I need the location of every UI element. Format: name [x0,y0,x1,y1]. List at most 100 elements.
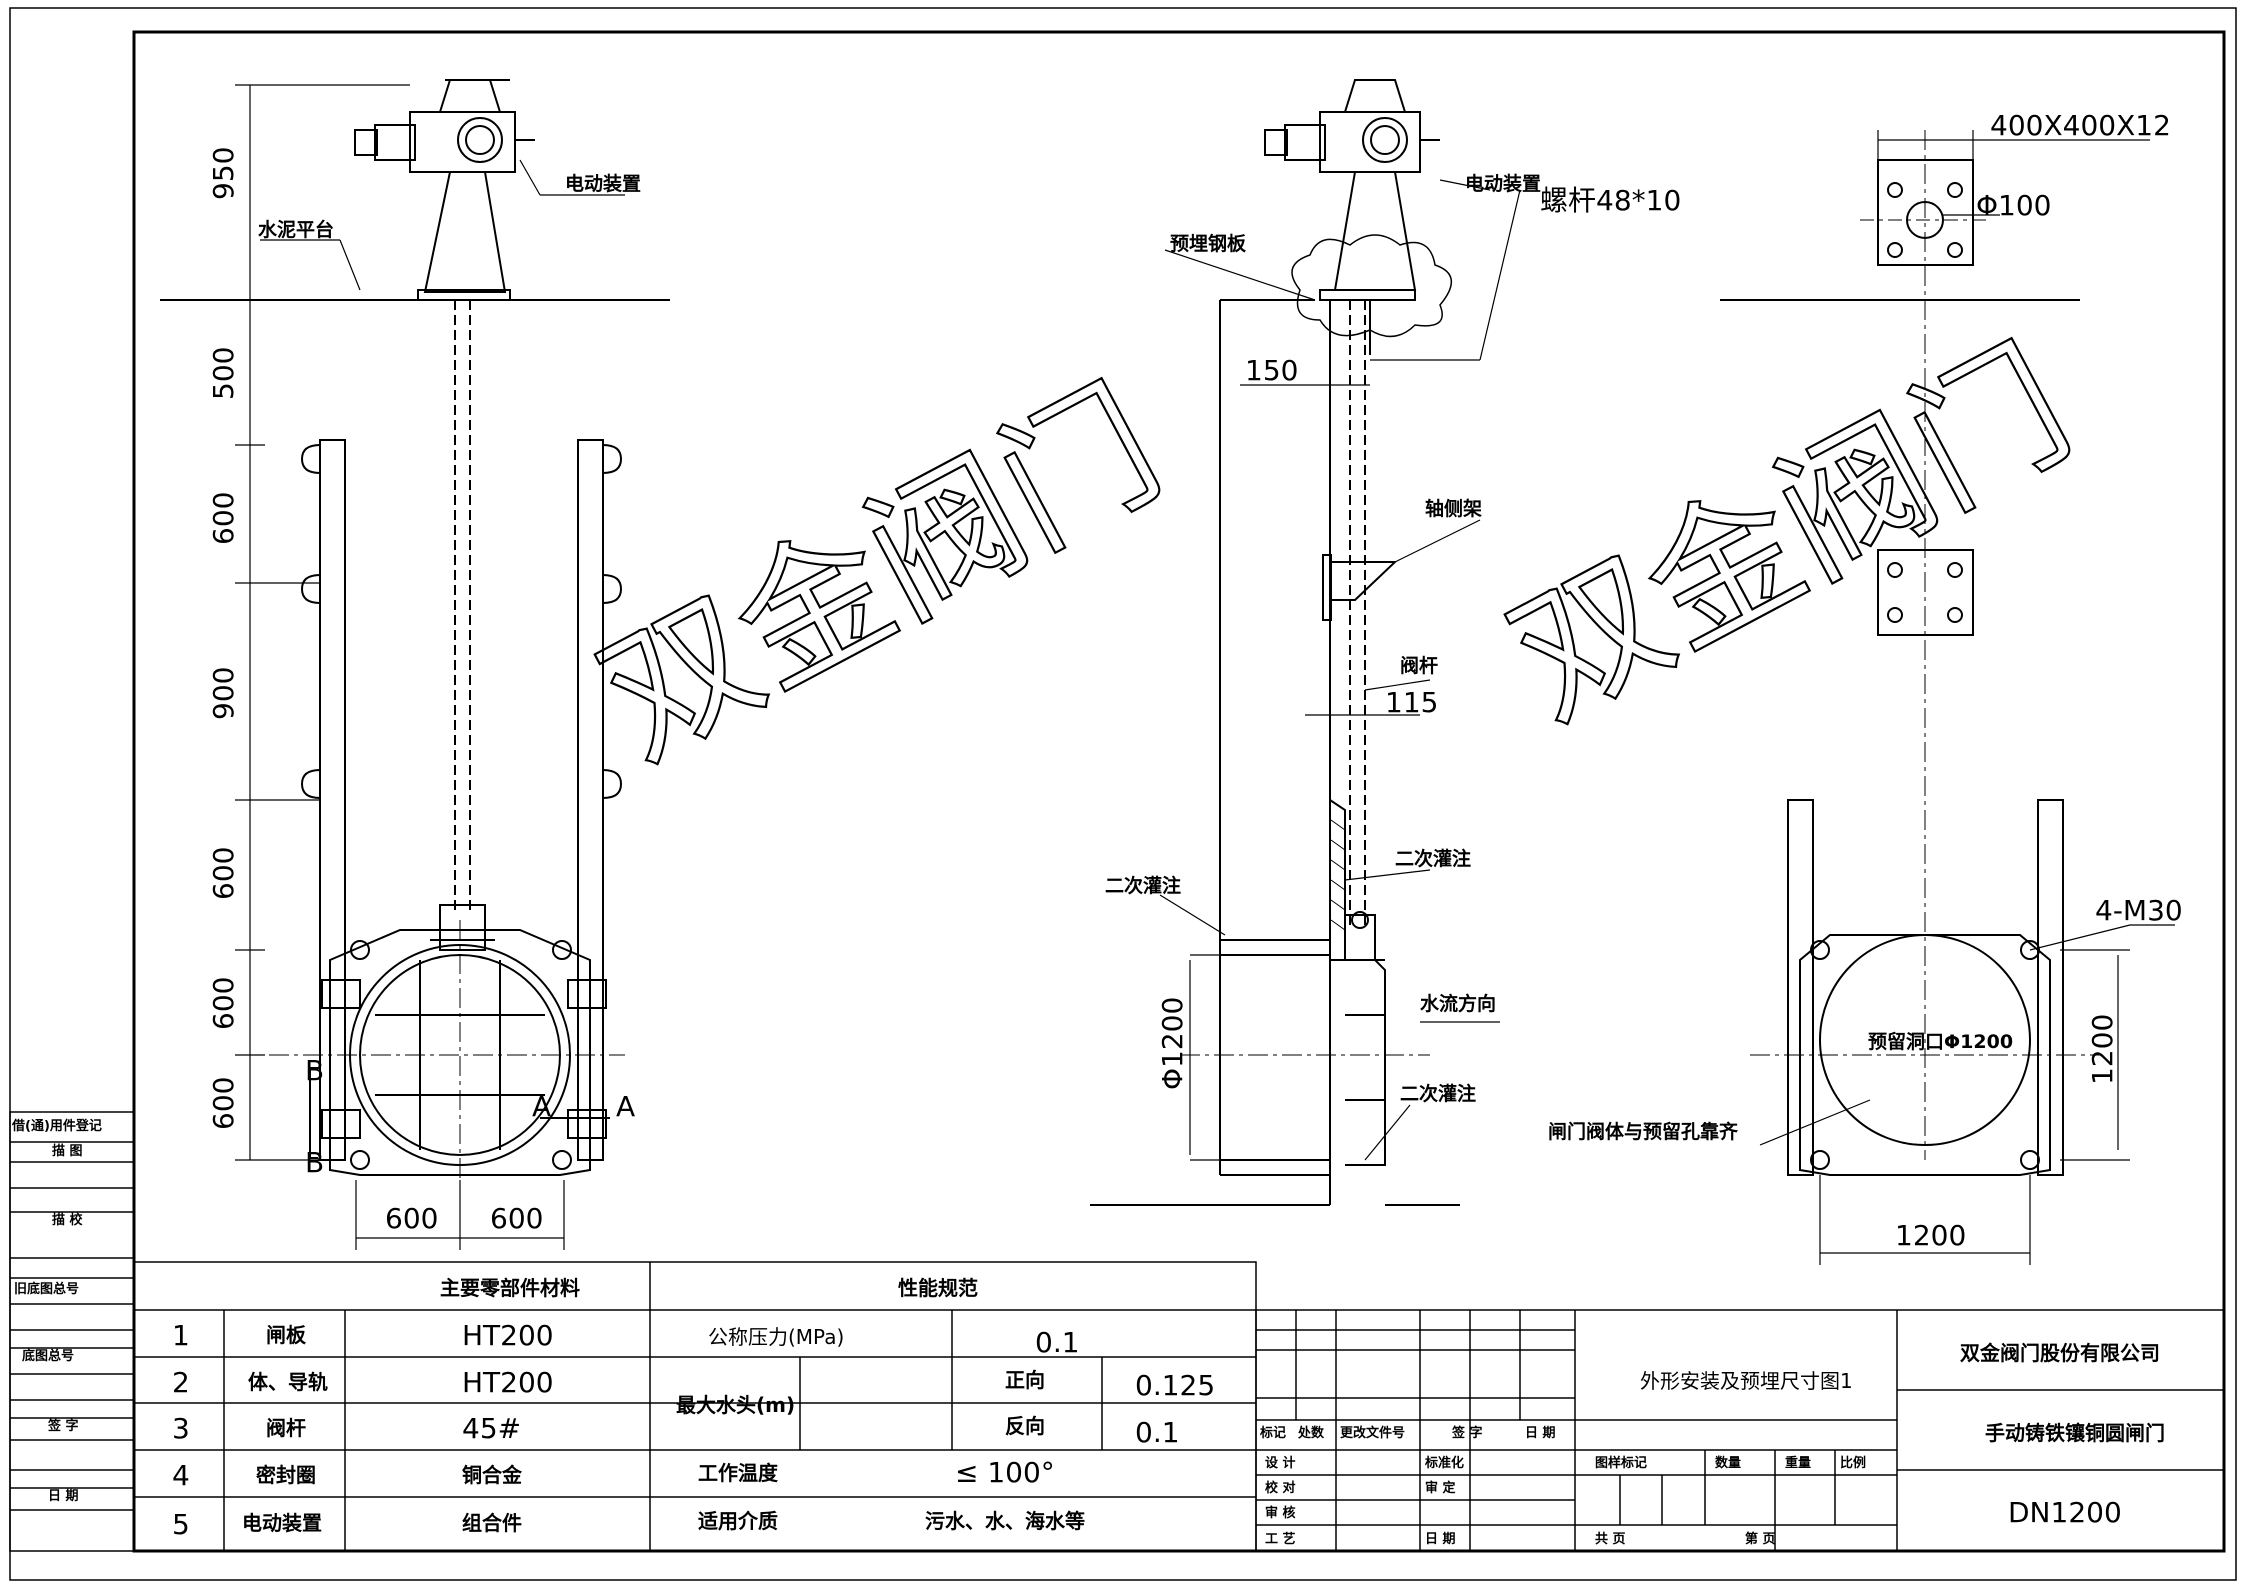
front-view-dimensions [235,84,625,1250]
role-check: 校 对 [1265,1480,1296,1496]
label-flow-direction: 水流方向 [1420,992,1496,1015]
dim-600-upper: 600 [207,847,240,900]
role-design: 设 计 [1265,1455,1296,1471]
side-signature: 签 字 [47,1418,79,1434]
embed-plan-dimensions [1759,130,2175,1265]
side-view-dimensions [1159,179,1521,1161]
mat-row-1-part: 闸板 [266,1323,307,1347]
quantity-header: 数量 [1715,1455,1741,1471]
performance-title: 性能规范 [898,1276,978,1300]
weight-header: 重量 [1785,1455,1811,1471]
label-actuator-side: 电动装置 [1465,172,1541,195]
perf-head-label: 最大水头(m) [676,1393,795,1417]
rev-header-doc: 更改文件号 [1340,1425,1405,1441]
dim-4-m30: 4-M30 [2095,894,2183,927]
product-model: DN1200 [2008,1496,2122,1529]
rev-header-mark: 标记 [1259,1425,1286,1441]
section-mark-a-right: A [616,1090,635,1123]
mat-row-1-material: HT200 [462,1319,554,1352]
dim-hole-phi100: Φ100 [1976,189,2051,222]
perf-forward-label: 正向 [1005,1368,1045,1392]
product-name: 手动铸铁镶铜圆闸门 [1985,1421,2165,1445]
label-valve-stem: 阀杆 [1400,654,1438,677]
watermark-right: 双金阀门 [1485,316,2096,751]
drawing-title: 外形安装及预埋尺寸图1 [1640,1369,1853,1393]
dim-1200-horizontal: 1200 [1895,1219,1966,1252]
mat-row-3-part: 阀杆 [266,1416,306,1440]
scale-header: 比例 [1840,1455,1866,1471]
materials-title: 主要零部件材料 [440,1276,580,1300]
spec-table-grid [133,1261,1257,1552]
dim-115: 115 [1385,686,1438,719]
side-view [1090,79,1460,1206]
label-shaft-bracket: 轴侧架 [1425,497,1482,520]
role-approve: 审 定 [1425,1480,1456,1496]
sheet-number: 第 页 [1745,1531,1776,1547]
label-actuator-front: 电动装置 [565,172,641,195]
perf-pressure-label: 公称压力(MPa) [708,1325,844,1349]
section-mark-b-bottom: B [305,1146,324,1179]
side-trace-check: 描 校 [52,1212,84,1228]
perf-medium-label: 适用介质 [698,1509,778,1533]
watermark-left: 双金阀门 [575,356,1186,791]
section-mark-a-left: A [532,1090,551,1123]
role-review: 审 核 [1265,1505,1296,1521]
perf-medium-value: 污水、水、海水等 [925,1509,1085,1533]
dim-phi1200: Φ1200 [1156,997,1189,1090]
rev-header-signature: 签 字 [1451,1425,1483,1441]
role-standard: 标准化 [1424,1455,1464,1471]
role-date: 日 期 [1425,1532,1456,1547]
role-process: 工 艺 [1265,1531,1296,1547]
embed-plan-view [1720,130,2100,1176]
mat-row-4-part: 密封圈 [256,1463,316,1487]
mat-row-1-no: 1 [172,1319,190,1352]
perf-pressure-value: 0.1 [1035,1326,1080,1359]
dim-950: 950 [207,147,240,200]
dim-600-width-right: 600 [490,1202,543,1235]
perf-forward-value: 0.125 [1135,1369,1215,1402]
rev-header-count: 处数 [1297,1425,1325,1441]
side-register-title: 借(通)用件登记 [11,1118,102,1134]
section-mark-b-top: B [305,1054,324,1087]
rev-header-date: 日 期 [1525,1426,1556,1441]
label-grout-upper: 二次灌注 [1395,847,1471,870]
perf-temp-label: 工作温度 [698,1461,779,1485]
company-name: 双金阀门股份有限公司 [1960,1341,2160,1365]
mat-row-4-no: 4 [172,1459,190,1492]
mat-row-4-material: 铜合金 [462,1463,523,1487]
mat-row-5-material: 组合件 [462,1511,522,1535]
mat-row-3-material: 45# [462,1412,521,1445]
dim-1200-vertical: 1200 [2086,1014,2119,1085]
dim-500: 500 [207,347,240,400]
side-old-number: 旧底图总号 [14,1281,79,1297]
side-trace: 描 图 [52,1143,83,1159]
mat-row-2-material: HT200 [462,1366,554,1399]
side-base-number: 底图总号 [22,1348,74,1364]
perf-reverse-label: 反向 [1005,1414,1045,1438]
mat-row-5-part: 电动装置 [242,1511,322,1535]
side-date: 日 期 [48,1489,79,1504]
dim-600-lower: 600 [207,1077,240,1130]
label-reserved-opening: 预留洞口Φ1200 [1868,1031,2013,1053]
label-align-note: 闸门阀体与预留孔靠齐 [1548,1120,1739,1143]
dim-600-width-left: 600 [385,1202,438,1235]
mat-row-2-no: 2 [172,1366,190,1399]
title-block-grid [1255,1309,2225,1552]
label-cement-platform: 水泥平台 [258,218,334,241]
label-screw-rod: 螺杆48*10 [1540,184,1681,217]
mat-row-3-no: 3 [172,1412,190,1445]
drawing-frame [9,7,2237,1581]
total-sheets: 共 页 [1595,1531,1626,1547]
stage-mark: 图样标记 [1595,1455,1647,1471]
dim-900: 900 [207,667,240,720]
dim-600-mid: 600 [207,977,240,1030]
mat-row-5-no: 5 [172,1508,190,1541]
perf-reverse-value: 0.1 [1135,1416,1180,1449]
side-register-column [9,1111,135,1552]
label-grout-lower: 二次灌注 [1400,1082,1476,1105]
mat-row-2-part: 体、导轨 [248,1370,328,1394]
dim-plate-size: 400X400X12 [1990,109,2171,142]
perf-temp-value: ≤ 100° [955,1456,1055,1489]
label-grout-left: 二次灌注 [1105,874,1181,897]
